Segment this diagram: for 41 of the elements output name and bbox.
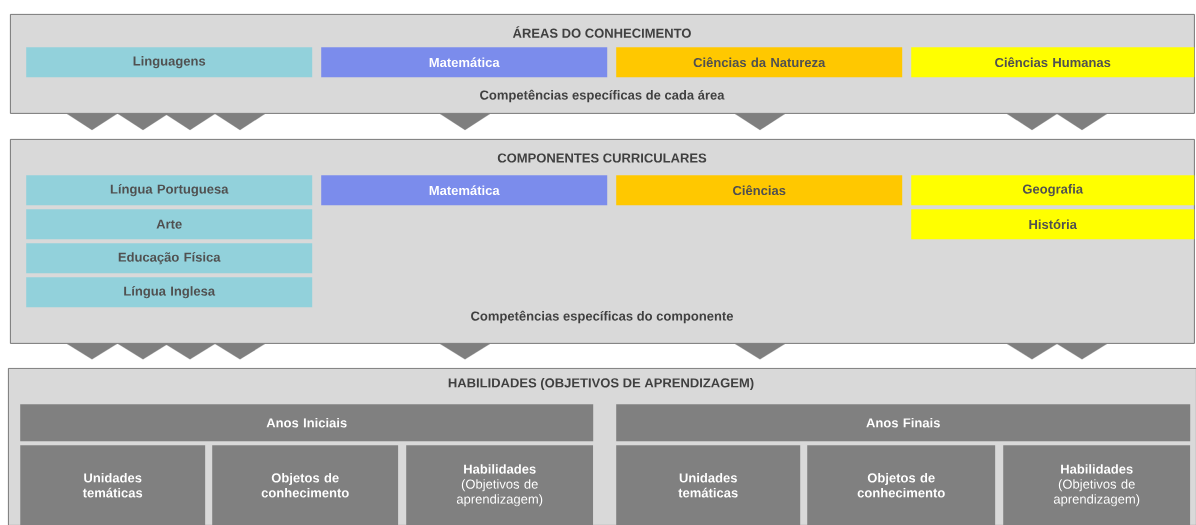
label-box: Linguagens	[26, 47, 313, 78]
chevron-arrow	[66, 343, 118, 360]
chevron-arrow	[66, 113, 118, 131]
label-box: Ciências Humanas	[911, 47, 1195, 78]
label-box: Ciências da Natureza	[616, 47, 903, 78]
label-box: Matemática	[321, 175, 608, 206]
chevron-arrow	[439, 113, 491, 131]
label-box: História	[911, 209, 1195, 240]
label-box: Ciências	[616, 175, 903, 206]
chevron-arrow	[164, 343, 216, 360]
chevron-arrow	[439, 343, 491, 360]
label-box: Língua Portuguesa	[26, 175, 313, 206]
chevron-arrow	[734, 113, 786, 131]
label-box: Unidades temáticas	[616, 445, 801, 525]
chevron-arrow	[214, 343, 266, 360]
chevron-arrow	[1056, 113, 1108, 131]
label-box: Habilidades (Objetivos de aprendizagem)	[406, 445, 594, 525]
label-box: Unidades temáticas	[20, 445, 206, 525]
chevron-arrow	[734, 343, 786, 360]
band-caption: Competências específicas de cada área	[480, 89, 725, 103]
label-box: Objetos de conhecimento	[212, 445, 399, 525]
label-box: Arte	[26, 209, 313, 240]
chevron-arrow	[164, 113, 216, 131]
label-box: Língua Inglesa	[26, 277, 313, 308]
section-heading: COMPONENTES CURRICULARES	[497, 153, 707, 163]
label-box: Habilidades (Objetivos de aprendizagem)	[1003, 445, 1191, 525]
chevron-arrow	[214, 113, 266, 131]
label-box: Educação Física	[26, 243, 313, 274]
chevron-arrow	[117, 113, 169, 131]
chevron-arrow	[117, 343, 169, 360]
band-caption: Competências específicas do componente	[471, 310, 734, 324]
chevron-arrow	[1006, 113, 1058, 131]
section-heading: HABILIDADES (OBJETIVOS DE APRENDIZAGEM)	[448, 377, 754, 391]
label-box: Matemática	[321, 47, 608, 78]
chevron-arrow	[1006, 343, 1058, 360]
label-box: Anos Iniciais	[20, 404, 594, 442]
label-box: Objetos de conhecimento	[807, 445, 996, 525]
section-heading: ÁREAS DO CONHECIMENTO	[512, 26, 691, 38]
chevron-arrow	[1056, 343, 1108, 360]
label-box: Anos Finais	[616, 404, 1191, 442]
label-box: Geografia	[911, 175, 1195, 206]
